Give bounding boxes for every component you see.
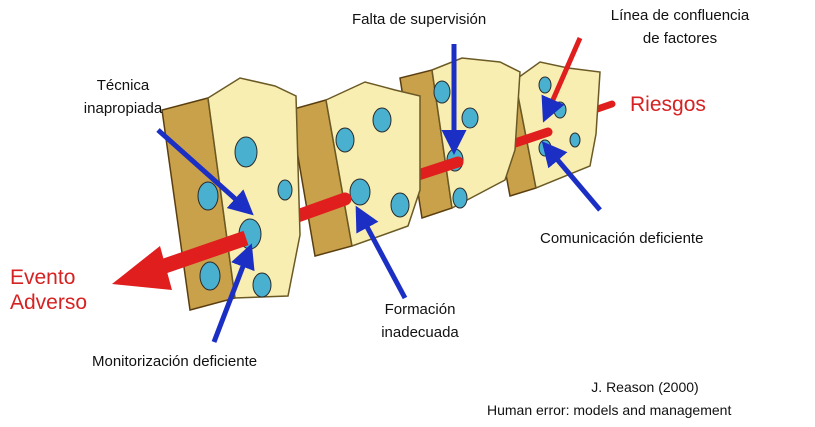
- citation-title: Human error: models and management: [487, 399, 731, 421]
- cheese-hole: [391, 193, 409, 217]
- cheese-hole: [462, 108, 478, 128]
- cheese-hole: [336, 128, 354, 152]
- label-riesgos: Riesgos: [630, 92, 706, 117]
- label-formacion-line2: inadecuada: [368, 321, 472, 344]
- label-linea-confluencia-line2: de factores: [592, 27, 768, 50]
- label-tecnica-line1: Técnica: [64, 74, 182, 97]
- cheese-hole: [570, 133, 580, 147]
- label-linea-confluencia-line1: Línea de confluencia: [592, 4, 768, 27]
- cheese-hole: [200, 262, 220, 290]
- label-falta-supervision: Falta de supervisión: [352, 8, 486, 31]
- label-tecnica-line2: inapropiada: [64, 97, 182, 120]
- label-linea-confluencia: Línea de confluencia de factores: [592, 4, 768, 50]
- cheese-hole: [235, 137, 257, 167]
- citation: J. Reason (2000): [520, 376, 770, 398]
- label-formacion-inadecuada: Formación inadecuada: [368, 298, 472, 344]
- cheese-hole: [278, 180, 292, 200]
- label-evento-line2: Adverso: [10, 290, 87, 315]
- cheese-hole: [434, 81, 450, 103]
- citation-author: J. Reason (2000): [520, 376, 770, 398]
- label-monitorizacion-deficiente: Monitorización deficiente: [92, 350, 257, 373]
- cheese-hole: [253, 273, 271, 297]
- cheese-hole: [198, 182, 218, 210]
- cheese-hole: [453, 188, 467, 208]
- label-tecnica-inapropiada: Técnica inapropiada: [64, 74, 182, 120]
- adverse-event-arrowhead: [112, 246, 172, 290]
- cheese-hole: [554, 102, 566, 118]
- cheese-slice-2: [290, 82, 420, 256]
- cheese-hole: [350, 179, 370, 205]
- label-evento-adverso: Evento Adverso: [10, 265, 87, 315]
- cheese-hole: [373, 108, 391, 132]
- cheese-hole: [539, 77, 551, 93]
- label-comunicacion-deficiente: Comunicación deficiente: [540, 227, 703, 250]
- label-formacion-line1: Formación: [368, 298, 472, 321]
- label-evento-line1: Evento: [10, 265, 87, 290]
